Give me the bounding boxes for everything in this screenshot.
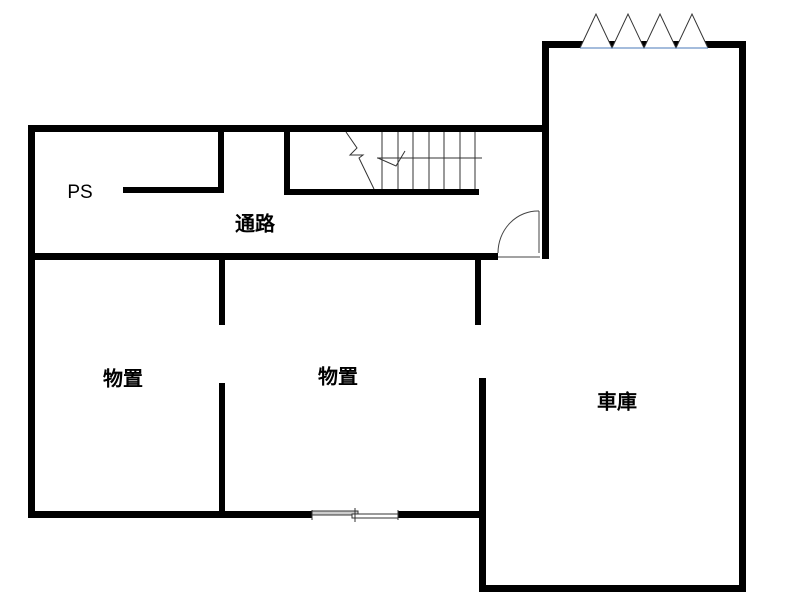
garage-right-wall bbox=[739, 41, 746, 592]
storage-divider-upper bbox=[219, 253, 225, 325]
building-left-wall bbox=[28, 125, 35, 518]
stair-bottom-wall bbox=[284, 189, 479, 195]
corridor-door[interactable] bbox=[497, 210, 540, 258]
stair-left-wall bbox=[284, 125, 290, 195]
garage-upper-left-wall bbox=[542, 41, 549, 259]
storage-divider-lower bbox=[219, 383, 225, 514]
garage-lower-left-wall bbox=[479, 378, 486, 592]
room-label-garage: 車庫 bbox=[597, 389, 637, 414]
room-label-corridor: 通路 bbox=[235, 211, 275, 236]
staircase bbox=[345, 131, 482, 190]
bottom-wall-left bbox=[28, 511, 312, 518]
room-label-storage-right: 物置 bbox=[318, 364, 358, 389]
sliding-window[interactable] bbox=[311, 508, 399, 522]
corridor-bottom-wall bbox=[28, 253, 498, 260]
ps-vertical-wall bbox=[218, 125, 224, 193]
garage-top-wall bbox=[543, 41, 745, 48]
bottom-wall-right bbox=[398, 511, 482, 518]
storage-right-wall-upper bbox=[475, 253, 481, 325]
walls bbox=[28, 41, 746, 592]
room-label-storage-left: 物置 bbox=[103, 366, 143, 391]
garage-bottom-wall bbox=[480, 585, 746, 592]
garage-door[interactable] bbox=[579, 12, 709, 50]
room-label-ps: PS bbox=[67, 182, 93, 203]
ps-horizontal-wall bbox=[123, 187, 224, 193]
